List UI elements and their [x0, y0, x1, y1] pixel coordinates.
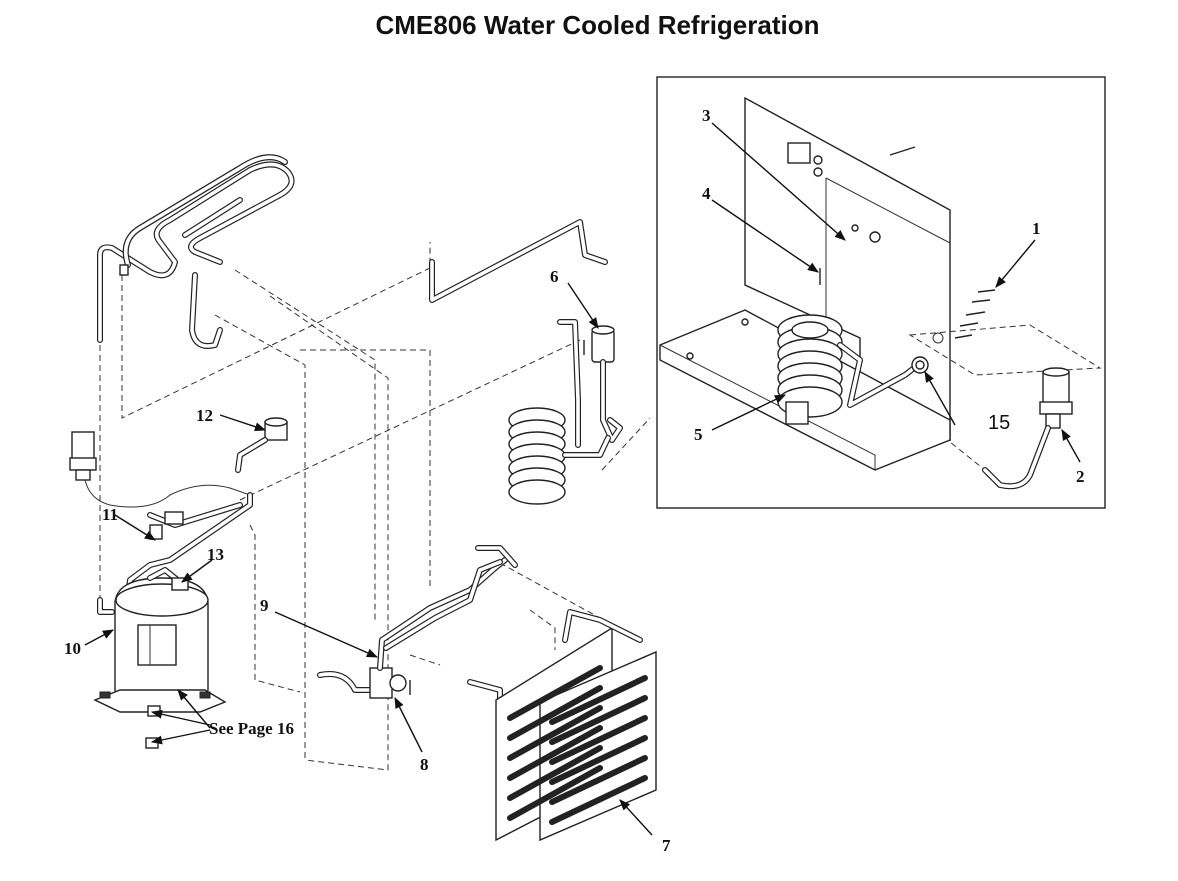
- inset-water-coil: [777, 314, 843, 425]
- page-title: CME806 Water Cooled Refrigeration: [375, 10, 820, 40]
- callout-7: 7: [662, 836, 671, 855]
- callout-4: 4: [702, 184, 711, 203]
- leader-lines: [84, 122, 1081, 836]
- callout-15: 15: [988, 412, 1010, 434]
- inset-frame: [656, 76, 1106, 509]
- callout-9: 9: [260, 596, 269, 615]
- callout-11: 11: [102, 505, 118, 524]
- filter-drier: [557, 319, 623, 448]
- callout-2: 2: [1076, 467, 1085, 486]
- compressor: [93, 567, 227, 749]
- callout-10: 10: [64, 639, 81, 658]
- inset-cabinet: [659, 96, 1102, 490]
- callout-8: 8: [420, 755, 429, 774]
- callout-1: 1: [1032, 219, 1041, 238]
- liquid-line-tubing: [429, 219, 608, 303]
- water-coil: [508, 407, 611, 505]
- pressure-switch-left: [69, 431, 251, 508]
- condenser-rows: [507, 665, 648, 825]
- serpentine-tubing: [97, 154, 295, 349]
- callout-labels: 1 2 3 4 5 6 7 8 9 10 11 12 13 15 See Pag…: [64, 106, 1085, 855]
- callout-13: 13: [207, 545, 224, 564]
- condenser: [467, 609, 657, 842]
- solenoid-valve-12: [235, 417, 288, 473]
- callout-5: 5: [694, 425, 703, 444]
- callout-6: 6: [550, 267, 559, 286]
- see-page-reference: See Page 16: [209, 719, 294, 738]
- callout-12: 12: [196, 406, 213, 425]
- water-regulating-valve: [317, 545, 518, 699]
- callout-3: 3: [702, 106, 711, 125]
